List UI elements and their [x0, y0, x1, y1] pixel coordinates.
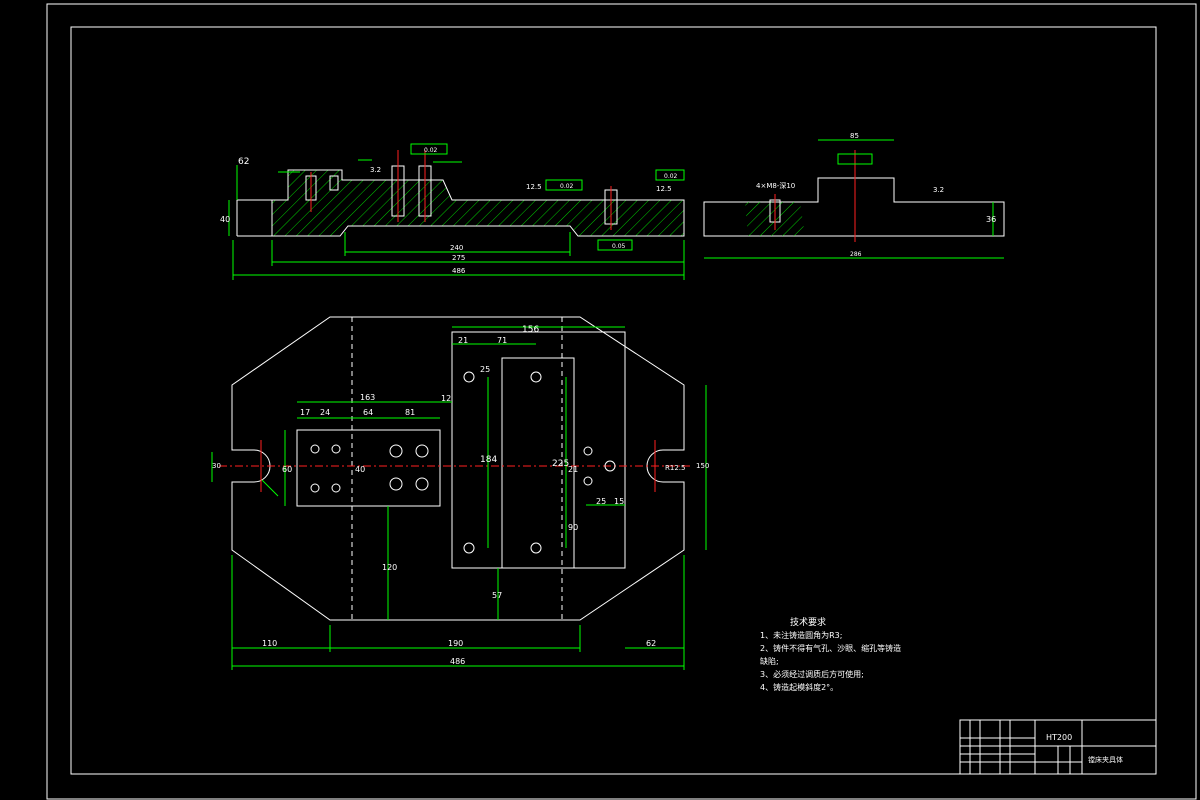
- dim-150: 150: [696, 462, 709, 470]
- dim-24: 24: [320, 408, 330, 417]
- dim-486: 486: [450, 657, 465, 666]
- side-hole-note: 4×M8-深10: [756, 181, 795, 190]
- tol-c: 0.02: [664, 173, 678, 180]
- technical-requirements: 技术要求 1、未注铸造圆角为R3; 2、铸件不得有气孔、沙眼、缩孔等铸造 缺陷;…: [760, 616, 901, 692]
- note-2: 2、铸件不得有气孔、沙眼、缩孔等铸造: [760, 643, 901, 653]
- dim-163: 163: [360, 393, 375, 402]
- dim-40-top: 40: [220, 215, 230, 224]
- dim-12: 12: [441, 394, 451, 403]
- tol-a: 0.02: [424, 147, 438, 154]
- dim-25: 25: [480, 365, 490, 374]
- dim-62: 62: [646, 639, 656, 648]
- dim-240: 240: [450, 244, 463, 252]
- plan-view: [211, 316, 707, 670]
- note-1: 1、未注铸造圆角为R3;: [760, 630, 842, 640]
- dim-25b: 25: [596, 497, 606, 506]
- part-name: 镗床夹具体: [1088, 755, 1123, 764]
- dim-62-top: 62: [238, 157, 249, 167]
- dim-21b: 21: [568, 465, 578, 474]
- dim-21: 21: [458, 336, 468, 345]
- dim-64: 64: [363, 408, 373, 417]
- dim-120: 120: [382, 563, 397, 572]
- dim-81: 81: [405, 408, 415, 417]
- side-section-view: [703, 139, 1005, 259]
- rough-125-b: 12.5: [656, 185, 672, 193]
- dim-190: 190: [448, 639, 463, 648]
- tol-b: 0.02: [560, 183, 574, 190]
- rough-32: 3.2: [370, 166, 381, 174]
- dim-156: 156: [522, 325, 539, 335]
- side-dim-85: 85: [850, 132, 859, 140]
- tech-title: 技术要求: [790, 616, 826, 628]
- material: HT200: [1046, 733, 1072, 742]
- dimension-labels: 62 40 240 275 486 12.5 12.5 3.2 0.02 0.0…: [212, 132, 996, 666]
- inner-border: [70, 26, 1157, 775]
- side-dim-36: 36: [986, 215, 996, 224]
- dim-r125: R12.5: [665, 464, 685, 472]
- dim-15: 15: [614, 497, 624, 506]
- note-4: 4、铸造起模斜度2°。: [760, 682, 838, 692]
- dim-40: 40: [355, 465, 365, 474]
- front-section-view: [228, 143, 685, 280]
- tol-d: 0.05: [612, 243, 626, 250]
- dim-30: 30: [212, 462, 221, 470]
- dim-60: 60: [282, 465, 292, 474]
- side-rough: 3.2: [933, 186, 944, 194]
- note-2b: 缺陷;: [760, 656, 779, 666]
- outer-border: [46, 3, 1197, 800]
- dim-486-top: 486: [452, 267, 466, 275]
- dim-110: 110: [262, 639, 277, 648]
- dim-71: 71: [497, 336, 507, 345]
- note-3: 3、必须经过调质后方可使用;: [760, 669, 864, 679]
- side-dim-base: 286: [850, 251, 862, 258]
- dim-184: 184: [480, 455, 497, 465]
- dim-17: 17: [300, 408, 310, 417]
- dim-57: 57: [492, 591, 502, 600]
- rough-125-a: 12.5: [526, 183, 542, 191]
- dim-225: 225: [552, 459, 569, 469]
- title-block: HT200 镗床夹具体: [959, 719, 1157, 775]
- dim-90: 90: [568, 523, 578, 532]
- dim-275: 275: [452, 254, 465, 262]
